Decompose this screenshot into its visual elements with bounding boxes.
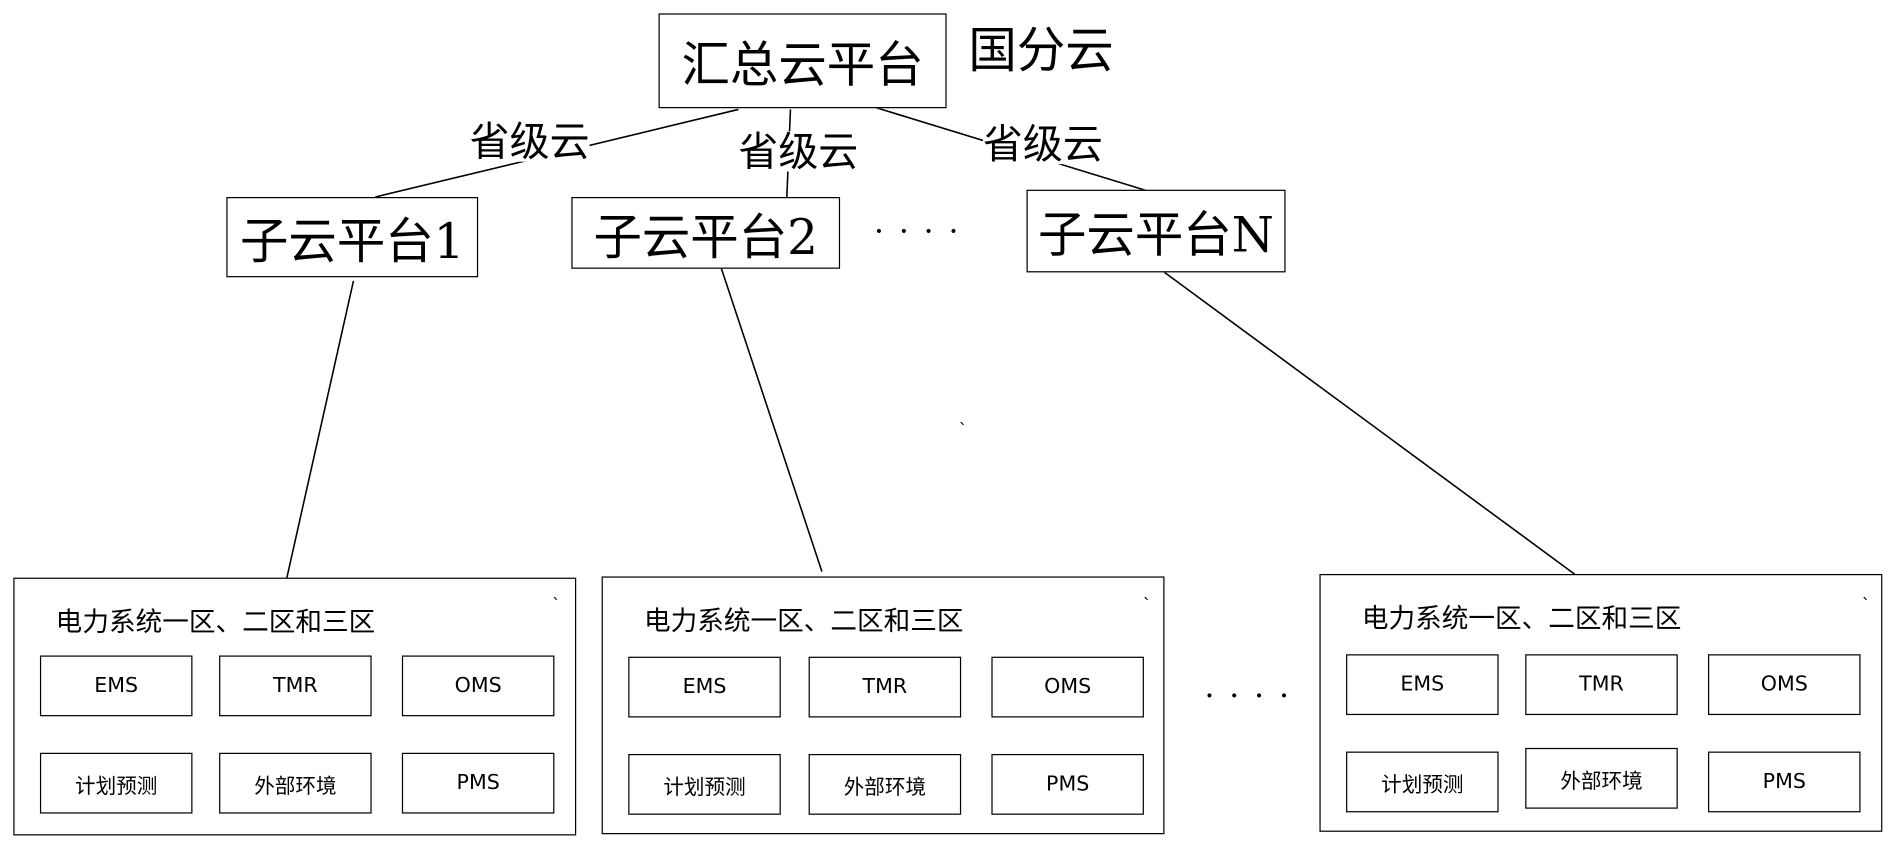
provincial-cloud-label-3: 省级云 — [982, 120, 1103, 168]
zone-3-system-oms: OMS — [1708, 654, 1861, 716]
provincial-cloud-label-1: 省级云 — [469, 117, 590, 166]
zone-3-system-external-env: 外部环境 — [1525, 747, 1678, 809]
sub-platform-ellipsis: · · · · — [873, 214, 961, 251]
sub-cloud-platform-n-label: 子云平台N — [1038, 207, 1275, 264]
connector-sub1-to-region1 — [286, 280, 355, 578]
zone-2-system-tmr: TMR — [808, 656, 962, 718]
zone-2-title: 电力系统一区、二区和三区 — [643, 606, 964, 638]
speck-mark: ` — [1861, 595, 1871, 616]
national-cloud-label: 国分云 — [968, 23, 1114, 80]
zone-2-system-external-env: 外部环境 — [808, 753, 962, 815]
zone-ellipsis: · · · · — [1204, 678, 1292, 716]
zone-3-system-plan-forecast: 计划预测 — [1346, 751, 1499, 813]
speck-mark: ` — [551, 595, 561, 616]
power-system-zone-2: 电力系统一区、二区和三区 EMS TMR OMS 计划预测 外部环境 PMS — [601, 576, 1165, 835]
zone-3-title: 电力系统一区、二区和三区 — [1361, 604, 1682, 635]
power-system-zone-3: 电力系统一区、二区和三区 EMS TMR OMS 计划预测 外部环境 PMS — [1319, 573, 1883, 832]
zone-2-system-plan-forecast: 计划预测 — [628, 753, 781, 815]
speck-mark: ` — [1142, 595, 1152, 616]
zone-1-system-ems: EMS — [39, 655, 193, 717]
power-system-zone-1: 电力系统一区、二区和三区 EMS TMR OMS 计划预测 外部环境 PMS — [13, 577, 577, 836]
zone-3-system-tmr: TMR — [1525, 654, 1678, 716]
zone-1-system-external-env: 外部环境 — [219, 752, 372, 814]
sub-cloud-platform-1-label: 子云平台1 — [240, 214, 465, 270]
connector-sub2-to-region2 — [720, 268, 823, 572]
zone-3-system-pms: PMS — [1708, 751, 1861, 813]
zone-1-system-oms: OMS — [401, 655, 555, 717]
summary-cloud-platform: 汇总云平台 — [658, 13, 947, 109]
zone-2-system-pms: PMS — [991, 753, 1144, 815]
zone-2-system-ems: EMS — [628, 656, 781, 718]
provincial-cloud-label-2: 省级云 — [738, 127, 859, 176]
zone-1-system-tmr: TMR — [219, 655, 372, 717]
sub-cloud-platform-2-label: 子云平台2 — [593, 209, 818, 266]
zone-2-system-oms: OMS — [991, 656, 1144, 718]
zone-3-system-ems: EMS — [1346, 654, 1499, 716]
summary-cloud-platform-label: 汇总云平台 — [681, 37, 924, 94]
zone-1-system-plan-forecast: 计划预测 — [39, 752, 193, 814]
sub-cloud-platform-2: 子云平台2 — [571, 197, 841, 269]
speck-mark: ` — [958, 420, 968, 441]
sub-cloud-platform-n: 子云平台N — [1026, 189, 1286, 273]
connector-subn-to-region3 — [1164, 271, 1577, 576]
zone-1-title: 电力系统一区、二区和三区 — [55, 608, 376, 639]
zone-1-system-pms: PMS — [401, 752, 555, 814]
sub-cloud-platform-1: 子云平台1 — [226, 197, 479, 278]
